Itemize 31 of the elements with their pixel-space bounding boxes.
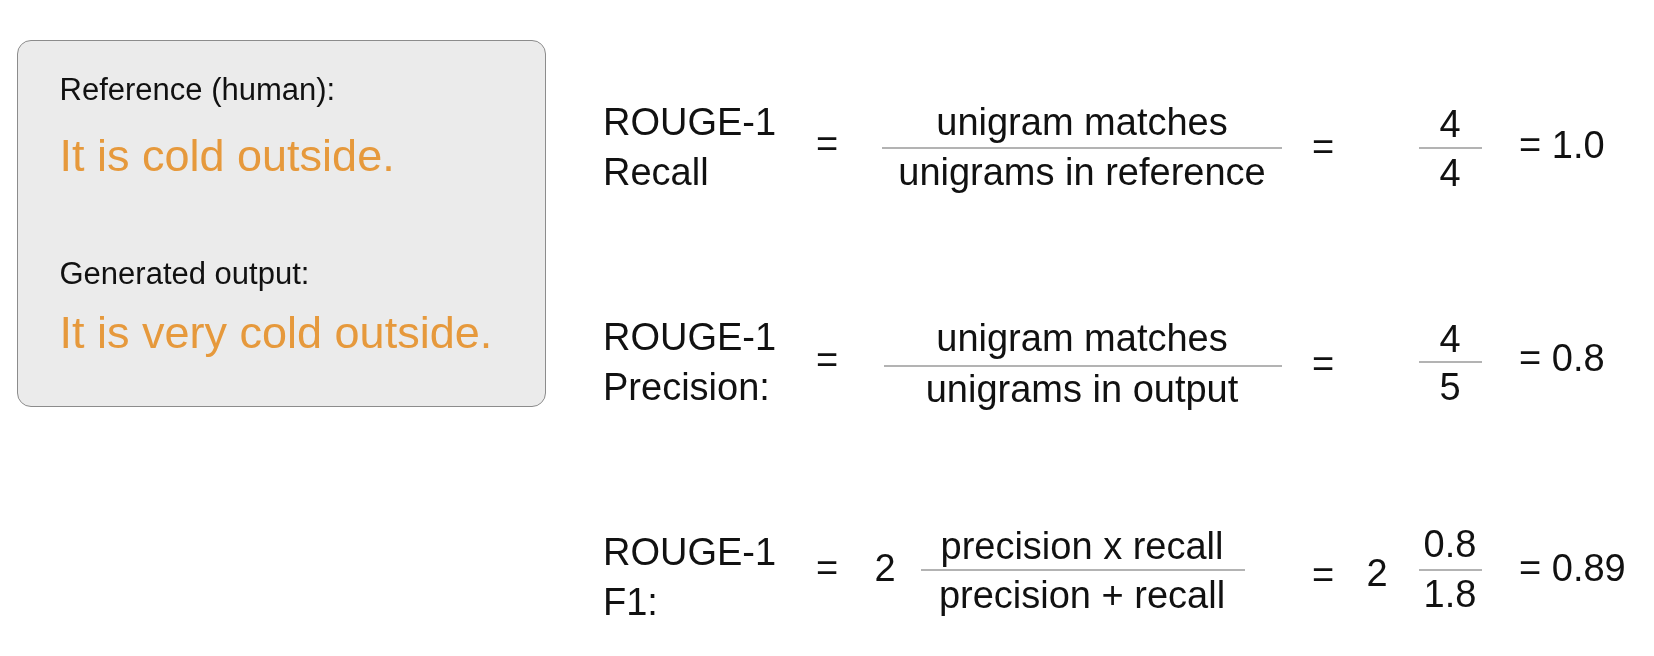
denominator: unigrams in reference [898, 149, 1266, 194]
equals-sign: = [815, 337, 839, 382]
numerator: precision x recall [940, 523, 1224, 568]
coefficient: 2 [1366, 550, 1388, 595]
output-heading: Generated output: [59, 255, 310, 292]
numerator: unigram matches [936, 99, 1228, 144]
denominator: unigrams in output [925, 366, 1239, 411]
equals-sign: = [1311, 552, 1335, 597]
reference-heading: Reference (human): [59, 71, 336, 108]
equals-sign: = [815, 121, 839, 166]
numerator: 4 [1439, 316, 1461, 361]
equals-sign: = [1311, 124, 1335, 169]
metric-name: ROUGE-1 Precision: [603, 314, 778, 410]
denominator: 1.8 [1423, 571, 1477, 616]
numerator: 0.8 [1423, 521, 1477, 566]
denominator: precision + recall [938, 572, 1226, 617]
output-sentence: It is very cold outside. [59, 307, 493, 360]
denominator: 4 [1439, 150, 1461, 195]
denominator: 5 [1439, 364, 1461, 409]
result: = 0.89 [1519, 545, 1626, 590]
numerator: 4 [1439, 101, 1461, 146]
coefficient: 2 [874, 545, 896, 590]
example-card [17, 40, 546, 407]
equals-sign: = [815, 545, 839, 590]
numerator: unigram matches [936, 315, 1228, 360]
equals-sign: = [1311, 341, 1335, 386]
result: = 1.0 [1519, 122, 1605, 167]
result: = 0.8 [1519, 335, 1605, 380]
metric-name: ROUGE-1 Recall [603, 99, 778, 195]
metric-name: ROUGE-1 F1: [603, 529, 778, 625]
reference-sentence: It is cold outside. [59, 130, 395, 183]
